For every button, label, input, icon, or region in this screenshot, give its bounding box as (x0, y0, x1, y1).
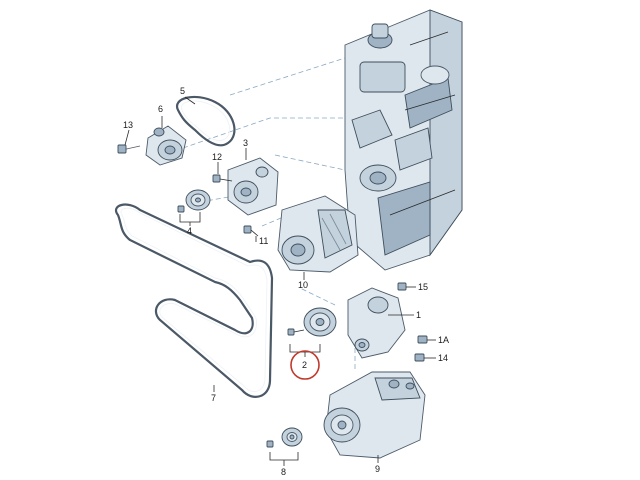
engine-block (344, 9, 463, 271)
callout-15: 15 (418, 282, 428, 292)
callout-12: 12 (212, 152, 222, 162)
part-1-bracket (347, 287, 406, 359)
part-2-tensioner-pulley (287, 307, 337, 337)
part-1a-stud (417, 335, 428, 344)
part-3-idler-bracket (227, 157, 279, 216)
callout-10: 10 (298, 280, 308, 290)
callout-9: 9 (375, 464, 380, 474)
callout-7: 7 (211, 393, 216, 403)
part-6-tensioner (145, 125, 187, 166)
part-5-ribbed-belt-small (175, 95, 236, 147)
callout-4: 4 (187, 226, 192, 236)
part-9-ac-compressor (323, 371, 426, 459)
part-12-bolt (212, 174, 233, 183)
callout-5: 5 (180, 86, 185, 96)
part-4-idler-pulley (177, 189, 211, 213)
callout-2: 2 (302, 360, 307, 370)
callout-8: 8 (281, 467, 286, 477)
part-11-bolt (243, 225, 259, 237)
callout-leaders (124, 96, 436, 466)
part-7-ribbed-belt-large (115, 203, 274, 398)
callout-6: 6 (158, 104, 163, 114)
part-14-bolt (414, 353, 425, 362)
callout-3: 3 (243, 138, 248, 148)
callout-13: 13 (123, 120, 133, 130)
callout-11: 11 (259, 236, 268, 246)
callout-14: 14 (438, 353, 448, 363)
part-10-alternator (277, 195, 359, 273)
part-13-bolt (117, 144, 141, 154)
highlight-circle-2 (290, 350, 320, 380)
part-15-bolt (397, 282, 407, 291)
part-8-pulley (266, 427, 303, 448)
callout-1a: 1A (438, 335, 449, 345)
callout-labels: 5 6 13 3 12 4 11 10 15 1 1A 14 2 7 9 8 (123, 86, 449, 477)
callout-1: 1 (416, 310, 421, 320)
